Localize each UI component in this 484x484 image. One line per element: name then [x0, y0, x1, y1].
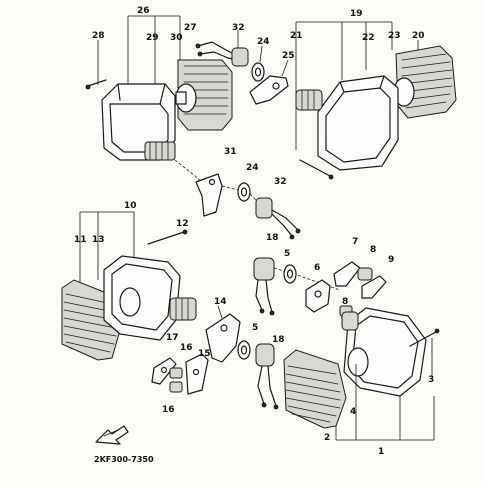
callout-25: 25: [282, 51, 295, 61]
callout-21: 21: [290, 31, 303, 41]
turn-signal-assembly-1: [283, 307, 440, 441]
callout-1: 1: [378, 447, 384, 457]
callout-27: 27: [184, 23, 197, 33]
callout-7: 7: [352, 237, 358, 247]
callout-5-bottom: 5: [252, 323, 258, 333]
callout-32-mid: 32: [274, 177, 287, 187]
wiring-parts-middle: [174, 159, 301, 240]
callout-3: 3: [428, 375, 434, 385]
callout-17: 17: [166, 333, 179, 343]
callout-5-top: 5: [284, 249, 290, 259]
callout-4: 4: [350, 407, 356, 417]
callout-16-top: 16: [180, 343, 193, 353]
callout-18-bottom: 18: [272, 335, 285, 345]
callout-32-top: 32: [232, 23, 245, 33]
callout-29: 29: [146, 33, 159, 43]
callout-14: 14: [214, 297, 227, 307]
callout-24-mid: 24: [246, 163, 259, 173]
callout-13: 13: [92, 235, 105, 245]
callout-22: 22: [362, 33, 375, 43]
callout-28: 28: [92, 31, 105, 41]
callout-26: 26: [137, 6, 150, 16]
callout-30: 30: [170, 33, 183, 43]
callout-20: 20: [412, 31, 425, 41]
callout-31: 31: [224, 147, 237, 157]
callout-12: 12: [176, 219, 189, 229]
mounting-hardware-right: [253, 257, 387, 317]
callout-11: 11: [74, 235, 87, 245]
callout-23: 23: [388, 31, 401, 41]
callout-24-top: 24: [257, 37, 270, 47]
callout-15: 15: [198, 349, 211, 359]
callout-8-bottom: 8: [342, 297, 348, 307]
callout-2: 2: [324, 433, 330, 443]
turn-signal-assembly-26: [85, 15, 233, 161]
front-direction-arrow-icon: [95, 425, 129, 445]
wiring-parts-bottom: [151, 305, 279, 410]
turn-signal-assembly-10: [61, 211, 197, 361]
callout-19: 19: [350, 9, 363, 19]
callout-16-bottom: 16: [162, 405, 175, 415]
callout-9: 9: [388, 255, 394, 265]
part-catalog-code: 2KF300-7350: [94, 455, 154, 464]
callout-18-top: 18: [266, 233, 279, 243]
turn-signal-assembly-19: [295, 21, 457, 180]
callout-6: 6: [314, 263, 320, 273]
wiring-parts-top: [195, 30, 289, 105]
callout-8-top: 8: [370, 245, 376, 255]
callout-10: 10: [124, 201, 137, 211]
